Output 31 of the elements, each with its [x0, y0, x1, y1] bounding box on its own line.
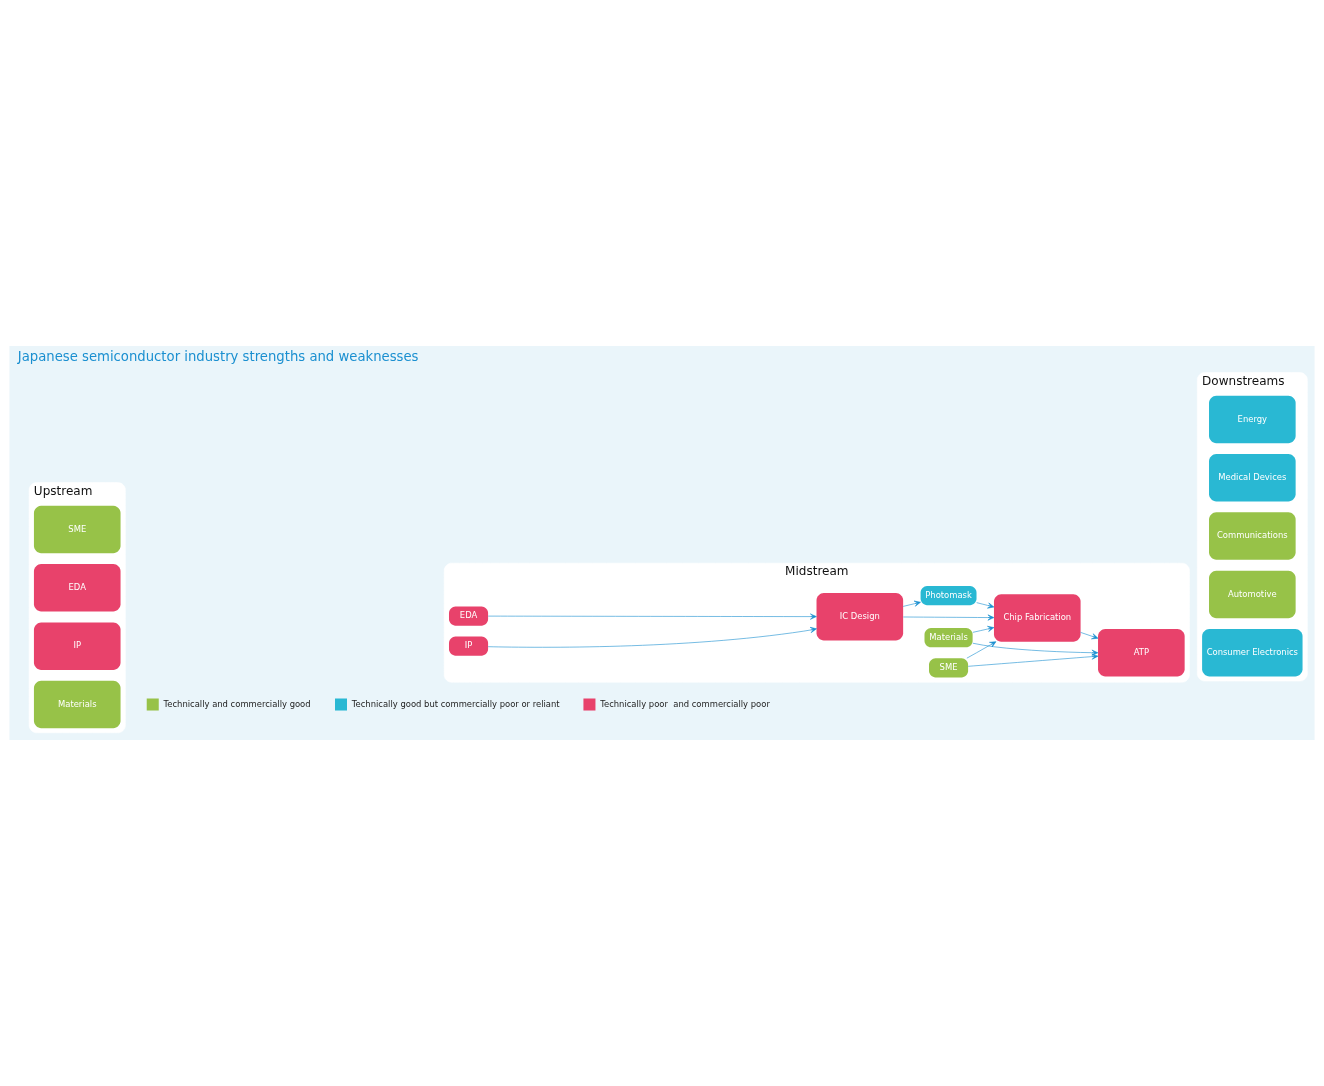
arrow: [972, 626, 995, 633]
arrow: [966, 641, 997, 659]
node-box: SME: [929, 658, 969, 678]
arrow: [1080, 632, 1099, 640]
node-box: IP: [449, 636, 489, 656]
node-box: Consumer Electronics: [1202, 629, 1303, 677]
node-box: Automotive: [1209, 570, 1296, 619]
node-box: EDA: [449, 606, 489, 626]
node-box: Chip Fabrication: [993, 594, 1081, 642]
legend-label: Technically good but commercially poor or reliant: [351, 698, 560, 709]
arrow: [976, 602, 995, 609]
node-box: IC Design: [816, 592, 904, 641]
arrow: [967, 653, 1099, 667]
node-box: ATP: [1098, 629, 1185, 677]
node-box: SME: [33, 505, 121, 554]
legend-label: Technically poor and commercially poor: [600, 698, 770, 709]
node-box: Energy: [1209, 395, 1296, 444]
node-box: Photomask: [920, 586, 977, 606]
legend-label: Technically and commercially good: [163, 698, 311, 709]
node-box: IP: [33, 622, 121, 670]
node-box: Communications: [1209, 512, 1296, 560]
arrow: [972, 642, 1099, 656]
arrow: [487, 627, 817, 648]
arrow: [903, 614, 995, 621]
diagram-title: Japanese semiconductor industry strengths and weaknesses: [17, 349, 419, 365]
node-box: Medical Devices: [1209, 453, 1296, 502]
node-box: Materials: [924, 628, 973, 648]
node-box: EDA: [33, 564, 121, 612]
arrow: [487, 613, 817, 620]
node-box: Materials: [33, 680, 121, 729]
arrow: [902, 600, 921, 607]
